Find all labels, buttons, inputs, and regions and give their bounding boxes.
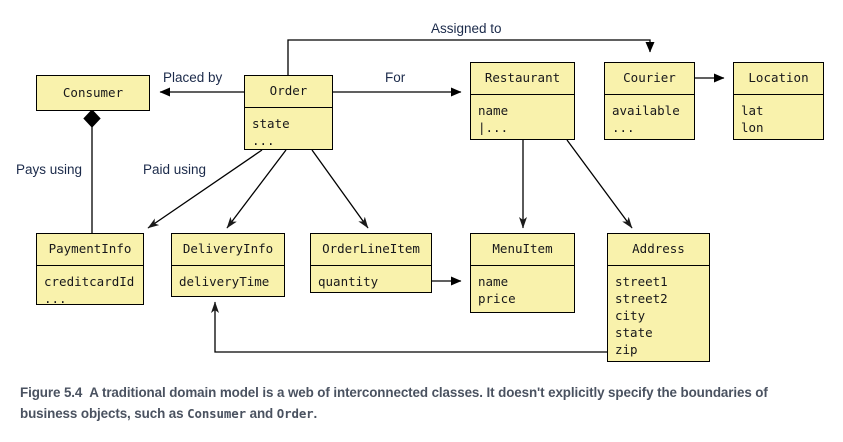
class-box-address[interactable]: Address street1 street2 city state zip: [607, 233, 710, 362]
class-attributes-paymentinfo: creditcardId ...: [37, 264, 143, 311]
caption-text-part3: .: [313, 406, 318, 421]
attribute-city: city: [615, 307, 646, 323]
class-name-courier: Courier: [623, 70, 676, 85]
attribute-street1: street1: [615, 273, 668, 289]
attribute-creditcardid: creditcardId: [44, 273, 135, 289]
attribute-available: available: [612, 102, 680, 118]
edge-restaurant-address: [566, 139, 633, 229]
class-attributes-orderlineitem: quantity: [311, 264, 431, 294]
class-box-courier[interactable]: Courier available ...: [604, 62, 695, 140]
caption-mono-order: Order: [276, 406, 314, 421]
edge-label-for: For: [385, 70, 406, 85]
class-box-restaurant[interactable]: Restaurant name |...: [470, 62, 575, 140]
edge-label-placed-by: Placed by: [163, 70, 223, 85]
attribute-lon: lon: [741, 119, 764, 135]
attribute-zip: zip: [615, 341, 638, 357]
attribute-name: name: [478, 273, 509, 289]
class-name-menuitem: MenuItem: [492, 241, 553, 256]
figure-number: Figure 5.4: [20, 385, 83, 400]
class-attributes-deliveryinfo: deliveryTime: [172, 264, 284, 297]
attribute-quantity: quantity: [318, 273, 379, 289]
attribute-deliverytime: deliveryTime: [179, 273, 270, 289]
class-box-deliveryinfo[interactable]: DeliveryInfo deliveryTime: [171, 233, 285, 297]
class-box-order[interactable]: Order state ...: [244, 75, 333, 150]
class-box-orderlineitem[interactable]: OrderLineItem quantity: [310, 233, 432, 293]
caption-mono-consumer: Consumer: [187, 406, 246, 421]
edge-address-deliveryinfo: [211, 301, 607, 353]
edge-assigned-to: [287, 39, 655, 75]
attribute-lat: lat: [741, 102, 764, 118]
attribute-state: state: [615, 324, 653, 340]
edge-paid-using: [147, 149, 263, 229]
attribute-street2: street2: [615, 290, 668, 306]
attribute-name: name: [478, 102, 509, 118]
attribute-price: price: [478, 290, 516, 306]
class-attributes-restaurant: name |...: [471, 93, 574, 140]
class-attributes-courier: available ...: [605, 93, 694, 140]
class-name-consumer: Consumer: [62, 85, 124, 100]
class-name-location: Location: [748, 70, 809, 85]
class-box-location[interactable]: Location lat lon: [733, 62, 824, 140]
edge-order-deliveryinfo: [226, 149, 287, 229]
class-box-consumer[interactable]: Consumer: [36, 75, 150, 111]
class-box-menuitem[interactable]: MenuItem name price: [470, 233, 575, 313]
edge-label-paid-using: Paid using: [143, 162, 207, 177]
edge-label-assigned-to: Assigned to: [431, 21, 502, 36]
class-name-restaurant: Restaurant: [484, 70, 561, 85]
class-name-orderlineitem: OrderLineItem: [322, 241, 420, 256]
attribute-ellipsis: ...: [252, 132, 275, 148]
attribute-ellipsis: |...: [478, 119, 509, 135]
edge-label-pays-using: Pays using: [16, 162, 83, 177]
class-name-order: Order: [269, 83, 308, 98]
caption-text-part2: and: [245, 406, 277, 421]
class-attributes-location: lat lon: [734, 93, 823, 140]
caption-text-part1: A traditional domain model is a web of i…: [20, 385, 768, 421]
attribute-ellipsis: ...: [612, 119, 635, 135]
class-attributes-order: state ...: [245, 106, 332, 153]
attribute-ellipsis: ...: [44, 290, 67, 306]
composition-diamond: [83, 109, 101, 128]
class-attributes-address: street1 street2 city state zip: [608, 264, 709, 362]
attribute-state: state: [252, 115, 290, 131]
class-attributes-menuitem: name price: [471, 264, 574, 313]
class-name-paymentinfo: PaymentInfo: [48, 241, 132, 256]
class-box-paymentinfo[interactable]: PaymentInfo creditcardId ...: [36, 233, 144, 306]
class-name-address: Address: [632, 241, 685, 256]
class-name-deliveryinfo: DeliveryInfo: [182, 241, 274, 256]
edge-order-orderlineitem: [311, 149, 369, 229]
